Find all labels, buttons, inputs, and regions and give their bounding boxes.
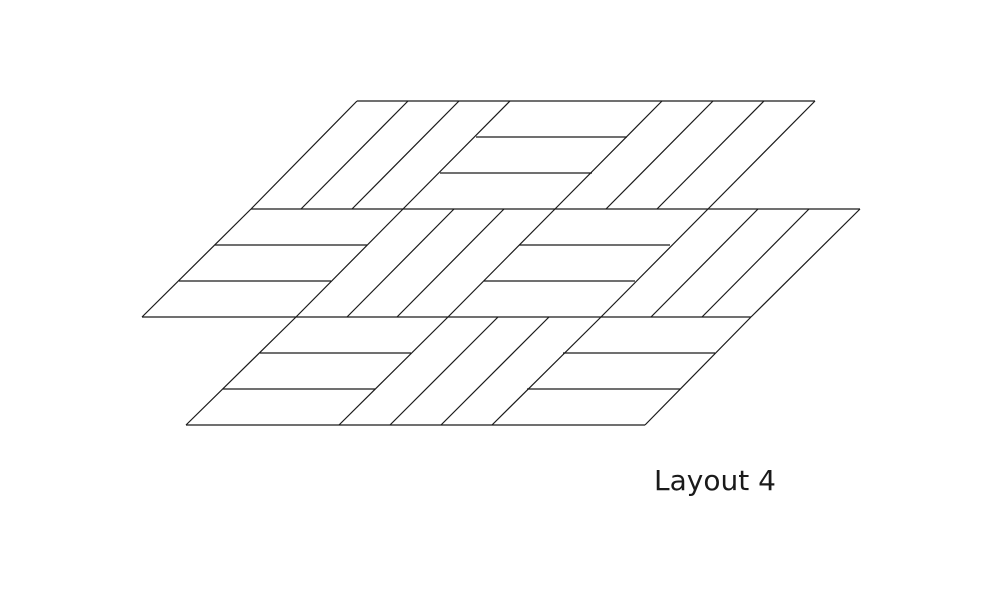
plank-edge-line bbox=[447, 208, 556, 318]
plank-edge-line bbox=[650, 208, 759, 318]
plank-edge-line bbox=[185, 316, 297, 426]
plank-edge-line bbox=[351, 100, 460, 210]
plank-edge-line bbox=[338, 316, 449, 426]
plank-edge-line bbox=[141, 208, 252, 318]
plank-edge-line bbox=[707, 100, 816, 210]
plank-edge-line bbox=[750, 208, 861, 318]
plank-edge-line bbox=[346, 208, 455, 318]
plank-edge-line bbox=[402, 100, 511, 210]
plank-edge-line bbox=[600, 208, 709, 318]
plank-edge-line bbox=[440, 316, 550, 426]
plank-edge-line bbox=[250, 100, 358, 210]
plank-edge-line bbox=[295, 208, 404, 318]
plank-edge-line bbox=[396, 208, 505, 318]
parquet-tile-lines bbox=[141, 100, 861, 426]
plank-edge-line bbox=[605, 100, 714, 210]
plank-edge-line bbox=[644, 316, 752, 426]
layout-caption: Layout 4 bbox=[654, 464, 776, 497]
plank-edge-line bbox=[554, 100, 663, 210]
plank-edge-line bbox=[491, 316, 602, 426]
plank-edge-line bbox=[389, 316, 499, 426]
plank-edge-line bbox=[701, 208, 810, 318]
plank-edge-line bbox=[300, 100, 409, 210]
plank-edge-line bbox=[656, 100, 765, 210]
